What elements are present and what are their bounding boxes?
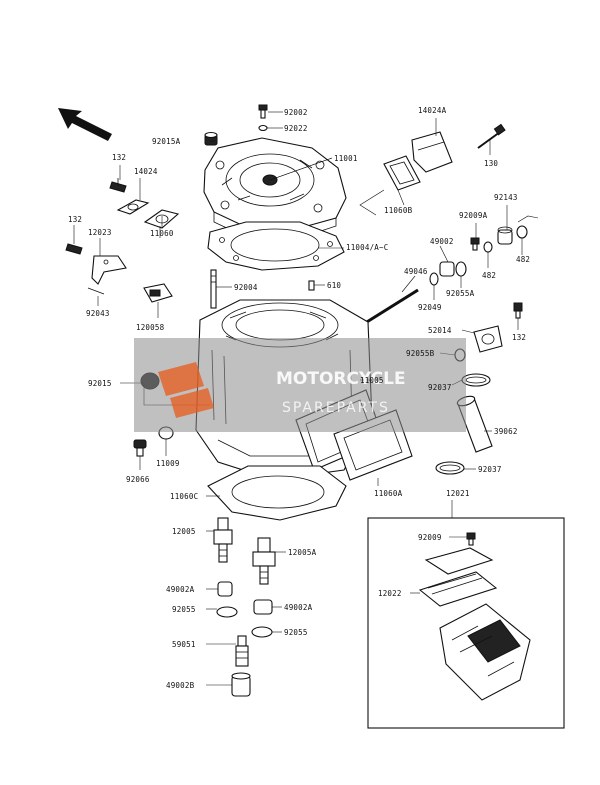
seal-49002A-right [253,599,273,615]
clamp-92037-lower [435,461,465,475]
label-49002A-right: 49002A [284,603,313,612]
label-92055B: 92055B [406,349,435,358]
cover-14024A [411,131,453,173]
label-14024A: 14024A [418,106,447,115]
cylinder-head [203,137,347,239]
gasket-11060 [143,209,180,229]
bracket-12023 [91,255,127,285]
label-92015: 92015 [88,379,112,388]
valve-12005 [213,517,233,563]
label-92049: 92049 [418,303,442,312]
label-11060: 11060 [150,229,174,238]
label-92055-left: 92055 [172,605,196,614]
part-labels: 92002 92022 92015A 11001 14024A 130 132 … [68,106,530,690]
head-gasket [207,221,345,271]
shaft-59051 [235,635,249,667]
label-92037-upper: 92037 [428,383,452,392]
ring-482-upper [516,225,528,239]
label-92037-lower: 92037 [478,465,502,474]
label-130: 130 [484,159,498,168]
reed-valve-assembly-box [367,517,565,729]
label-132-right: 132 [512,333,526,342]
label-11060A: 11060A [374,489,403,498]
base-gasket-11060C [207,465,347,521]
label-482-mid: 482 [482,271,496,280]
stud-92004 [210,269,217,309]
ring-92049 [429,272,439,286]
front-arrow-icon [58,108,112,141]
label-11060B: 11060B [384,206,413,215]
label-52014: 52014 [428,326,452,335]
reed-valve-12022 [418,547,498,607]
bolt-92066 [133,439,147,457]
label-12023: 12023 [88,228,112,237]
oring-92055-left [216,606,238,618]
gasket-14024 [116,199,150,215]
switch-120058 [143,283,173,303]
label-132-left: 132 [68,215,82,224]
label-59051: 59051 [172,640,196,649]
label-92009A: 92009A [459,211,488,220]
screw-92009 [466,532,476,546]
cap-49002B [231,672,251,697]
label-39062: 39062 [494,427,518,436]
bolt-130 [477,123,506,149]
label-120058: 120058 [136,323,165,332]
label-49046: 49046 [404,267,428,276]
valve-12005A [252,537,276,585]
label-92002: 92002 [284,108,308,117]
label-92055-right: 92055 [284,628,308,637]
gasket-11060B [383,155,421,191]
nut-92015A [204,131,218,146]
cap-52014 [473,325,503,353]
label-11001: 11001 [334,154,358,163]
bolt-132-left [65,243,83,255]
label-92015A: 92015A [152,137,181,146]
ring-482-lower [483,241,493,253]
label-11009: 11009 [156,459,180,468]
label-14024: 14024 [134,167,158,176]
seal-49002A-left [217,581,233,597]
seal-49002 [439,261,467,277]
watermark-line2: SPAREPARTS [282,400,390,416]
reed-block-12021 [439,603,531,701]
screw-92043 [87,287,105,295]
label-482-right: 482 [516,255,530,264]
label-92004: 92004 [234,283,258,292]
label-12005: 12005 [172,527,196,536]
dowel-pin-610 [308,280,315,291]
cap-92143 [497,226,513,245]
label-92009: 92009 [418,533,442,542]
watermark-logo-icon [158,362,204,396]
label-49002B: 49002B [166,681,195,690]
label-92055A: 92055A [446,289,475,298]
bolt-132-right [513,302,523,319]
label-92022: 92022 [284,124,308,133]
label-132-upper: 132 [112,153,126,162]
clamp-92037-upper [461,373,491,387]
oring-92055-right [251,626,273,638]
label-49002A-left: 49002A [166,585,195,594]
label-92043: 92043 [86,309,110,318]
bolt-132-upper [109,178,127,193]
label-92143: 92143 [494,193,518,202]
label-12022: 12022 [378,589,402,598]
watermark: MOTORCYCLE SPAREPARTS [134,338,466,432]
label-92066: 92066 [126,475,150,484]
watermark-line1: MOTORCYCLE [276,369,406,389]
label-11005: 11005 [360,376,384,385]
label-49002: 49002 [430,237,454,246]
label-11004: 11004/A~C [346,243,388,252]
bolt-92002 [258,104,268,132]
label-12005A: 12005A [288,548,317,557]
label-610: 610 [327,281,341,290]
bolt-92009A [470,237,480,251]
label-12021: 12021 [446,489,470,498]
label-11060C: 11060C [170,492,198,501]
